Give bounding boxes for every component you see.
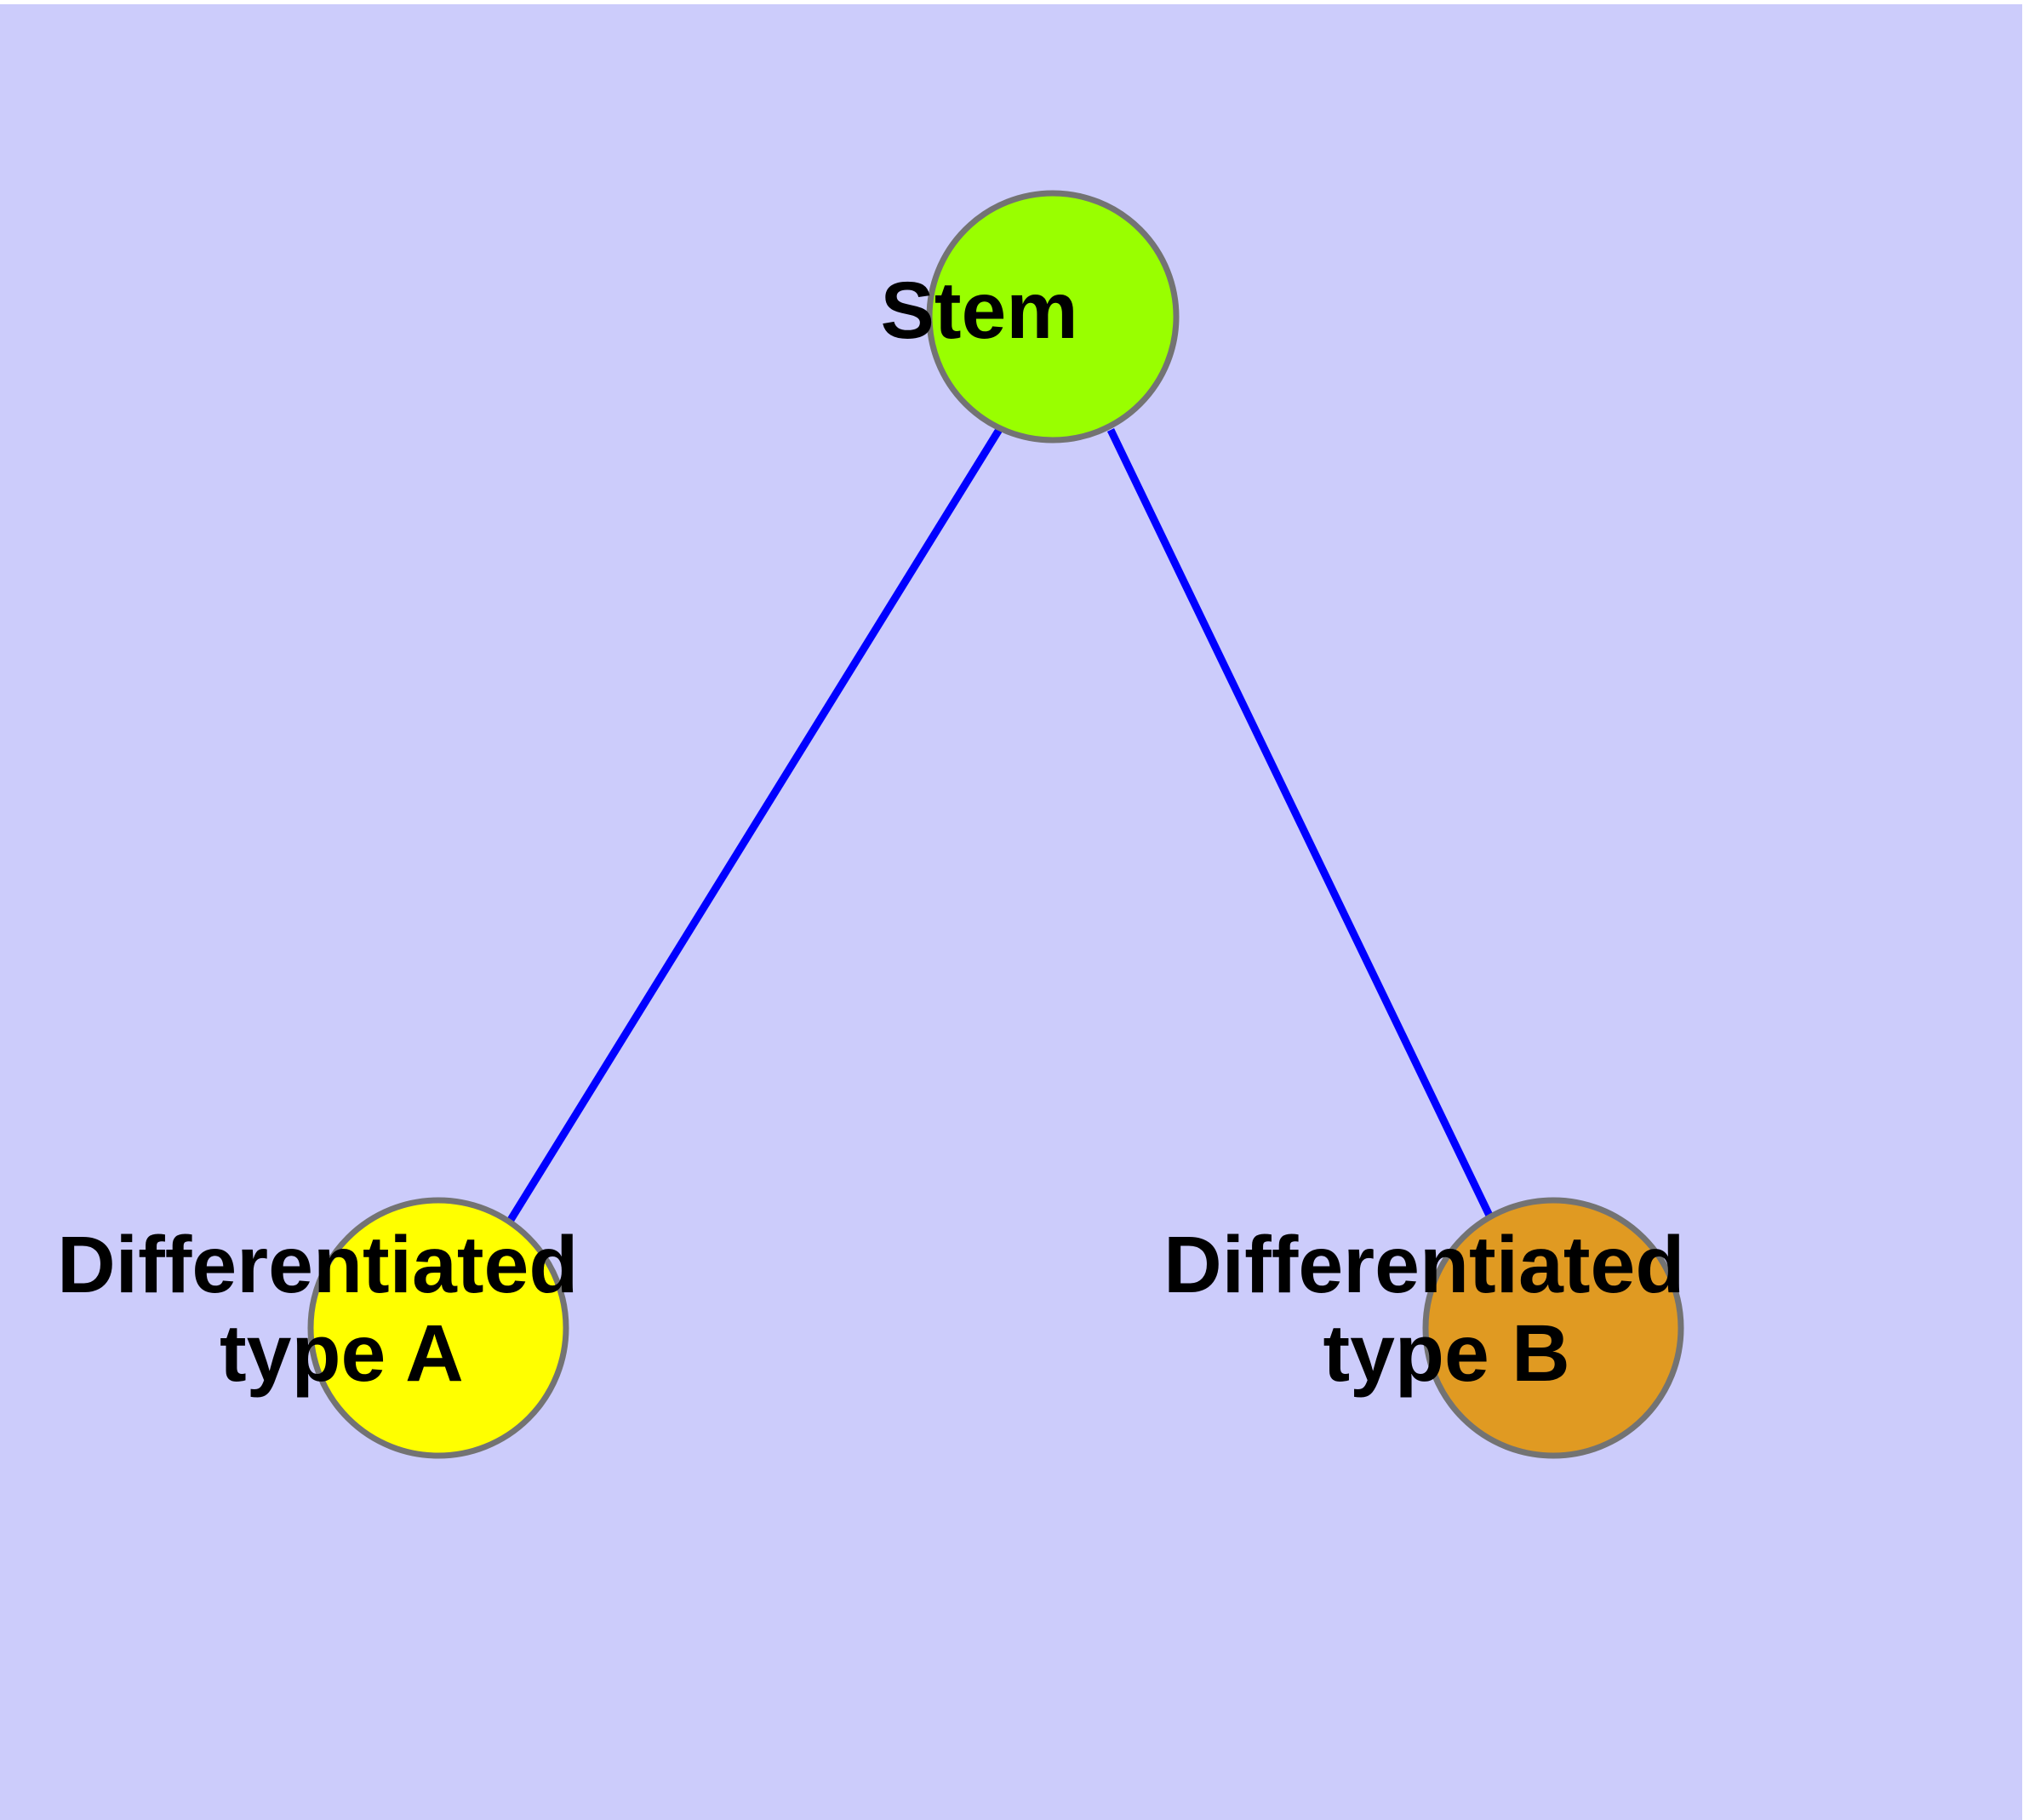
node-diff-b-label-line1: Differentiated xyxy=(1163,1220,1684,1310)
node-diff-b-circle[interactable] xyxy=(1422,1197,1684,1459)
edge-layer xyxy=(507,426,1495,1222)
edge-stem-to-diff-b[interactable] xyxy=(1106,428,1495,1221)
node-diff-b-label: Differentiated type B xyxy=(1163,1220,1887,1399)
node-diff-a-label-line1: Differentiated xyxy=(57,1220,578,1310)
node-diff-b-label-line2: type B xyxy=(1323,1308,1569,1399)
node-layer xyxy=(307,190,1684,1459)
node-diff-b[interactable] xyxy=(1422,1197,1684,1459)
node-stem-circle[interactable] xyxy=(926,190,1180,444)
edge-stem-to-diff-a[interactable] xyxy=(507,426,1003,1222)
node-diff-a-circle[interactable] xyxy=(307,1197,569,1459)
node-stem-label-line1: Stem xyxy=(880,266,1077,356)
node-stem-label: Stem xyxy=(880,266,1235,356)
node-diff-a-label: Differentiated type A xyxy=(57,1220,780,1399)
node-diff-a[interactable] xyxy=(307,1197,569,1459)
node-diff-a-label-line2: type A xyxy=(220,1308,462,1399)
label-layer: Stem Differentiated type A Differentiate… xyxy=(57,266,1887,1399)
node-stem[interactable] xyxy=(926,190,1180,444)
